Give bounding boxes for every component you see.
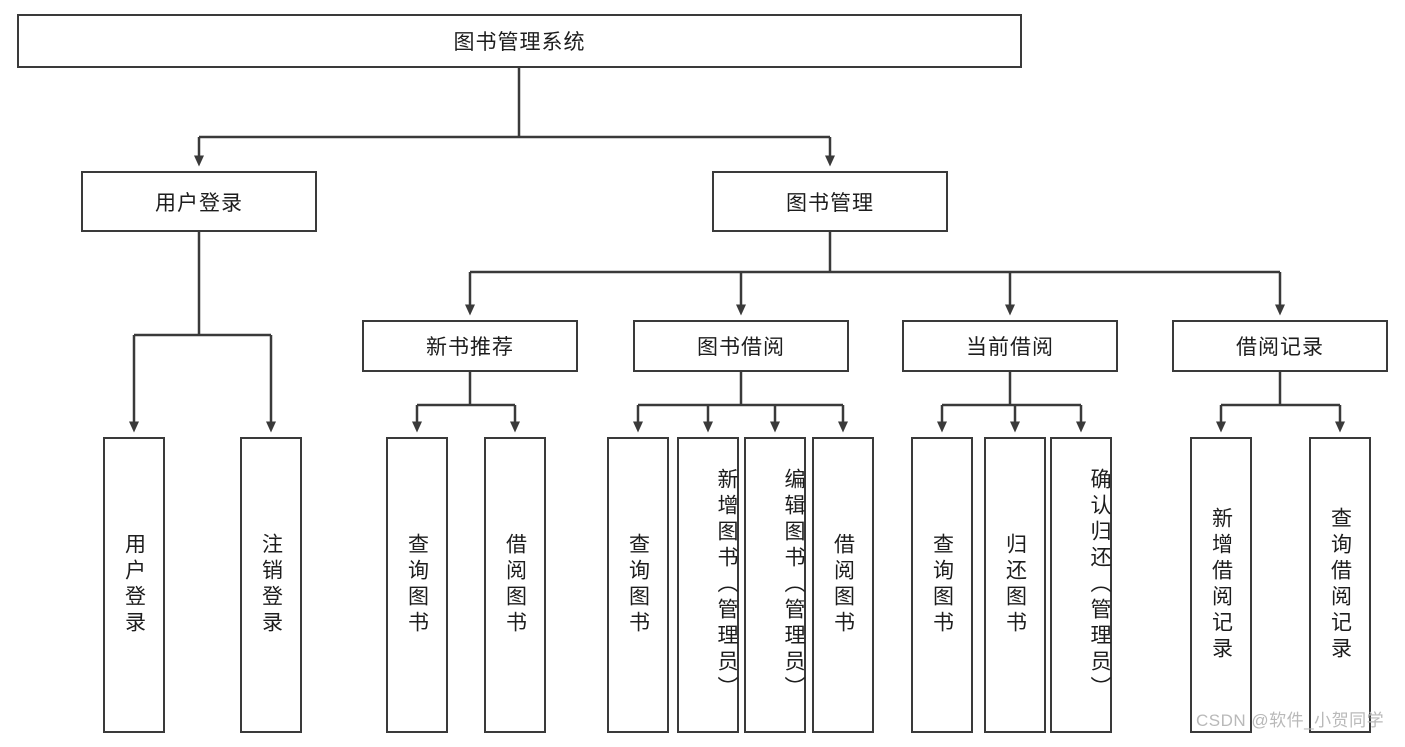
leaf-edit-book-admin-label: 编辑图书（管理员） [782, 468, 805, 702]
csdn-watermark: CSDN @软件_小贺同学 [1196, 711, 1385, 730]
node-borrow-record[interactable]: 借阅记录 [1172, 320, 1388, 372]
leaf-edit-book-admin[interactable]: 编辑图书（管理员） [744, 437, 806, 733]
node-book-management[interactable]: 图书管理 [712, 171, 948, 232]
node-current-borrow-label: 当前借阅 [966, 336, 1054, 359]
leaf-query-book-borrow[interactable]: 查询图书 [607, 437, 669, 733]
leaf-add-borrow-record[interactable]: 新增借阅记录 [1190, 437, 1252, 733]
node-current-borrow[interactable]: 当前借阅 [902, 320, 1118, 372]
leaf-query-book-current[interactable]: 查询图书 [911, 437, 973, 733]
leaf-confirm-return-admin[interactable]: 确认归还（管理员） [1050, 437, 1112, 733]
leaf-user-login[interactable]: 用户登录 [103, 437, 165, 733]
leaf-logout-login[interactable]: 注销登录 [240, 437, 302, 733]
leaf-add-book-admin[interactable]: 新增图书（管理员） [677, 437, 739, 733]
node-user-login[interactable]: 用户登录 [81, 171, 317, 232]
leaf-query-book-recommend[interactable]: 查询图书 [386, 437, 448, 733]
leaf-confirm-return-admin-label: 确认归还（管理员） [1088, 468, 1111, 702]
leaf-query-borrow-record-label: 查询借阅记录 [1328, 507, 1352, 663]
leaf-borrow-book-recommend-label: 借阅图书 [503, 533, 527, 637]
leaf-query-book-current-label: 查询图书 [930, 533, 954, 637]
leaf-return-book[interactable]: 归还图书 [984, 437, 1046, 733]
leaf-user-login-label: 用户登录 [122, 533, 146, 637]
leaf-add-borrow-record-label: 新增借阅记录 [1209, 507, 1233, 663]
leaf-return-book-label: 归还图书 [1003, 533, 1027, 637]
node-borrow-record-label: 借阅记录 [1236, 336, 1324, 359]
node-new-book-recommend[interactable]: 新书推荐 [362, 320, 578, 372]
leaf-borrow-book-label: 借阅图书 [831, 533, 855, 637]
leaf-borrow-book[interactable]: 借阅图书 [812, 437, 874, 733]
node-book-borrow[interactable]: 图书借阅 [633, 320, 849, 372]
node-root-label: 图书管理系统 [453, 31, 586, 54]
leaf-add-book-admin-label: 新增图书（管理员） [715, 468, 738, 702]
leaf-borrow-book-recommend[interactable]: 借阅图书 [484, 437, 546, 733]
leaf-query-book-recommend-label: 查询图书 [405, 533, 429, 637]
node-book-management-label: 图书管理 [786, 191, 874, 215]
node-book-borrow-label: 图书借阅 [697, 336, 785, 359]
leaf-logout-login-label: 注销登录 [259, 533, 283, 637]
node-user-login-label: 用户登录 [155, 191, 243, 215]
node-root[interactable]: 图书管理系统 [17, 14, 1022, 68]
leaf-query-book-borrow-label: 查询图书 [626, 533, 650, 637]
leaf-query-borrow-record[interactable]: 查询借阅记录 [1309, 437, 1371, 733]
node-new-book-recommend-label: 新书推荐 [426, 336, 514, 359]
